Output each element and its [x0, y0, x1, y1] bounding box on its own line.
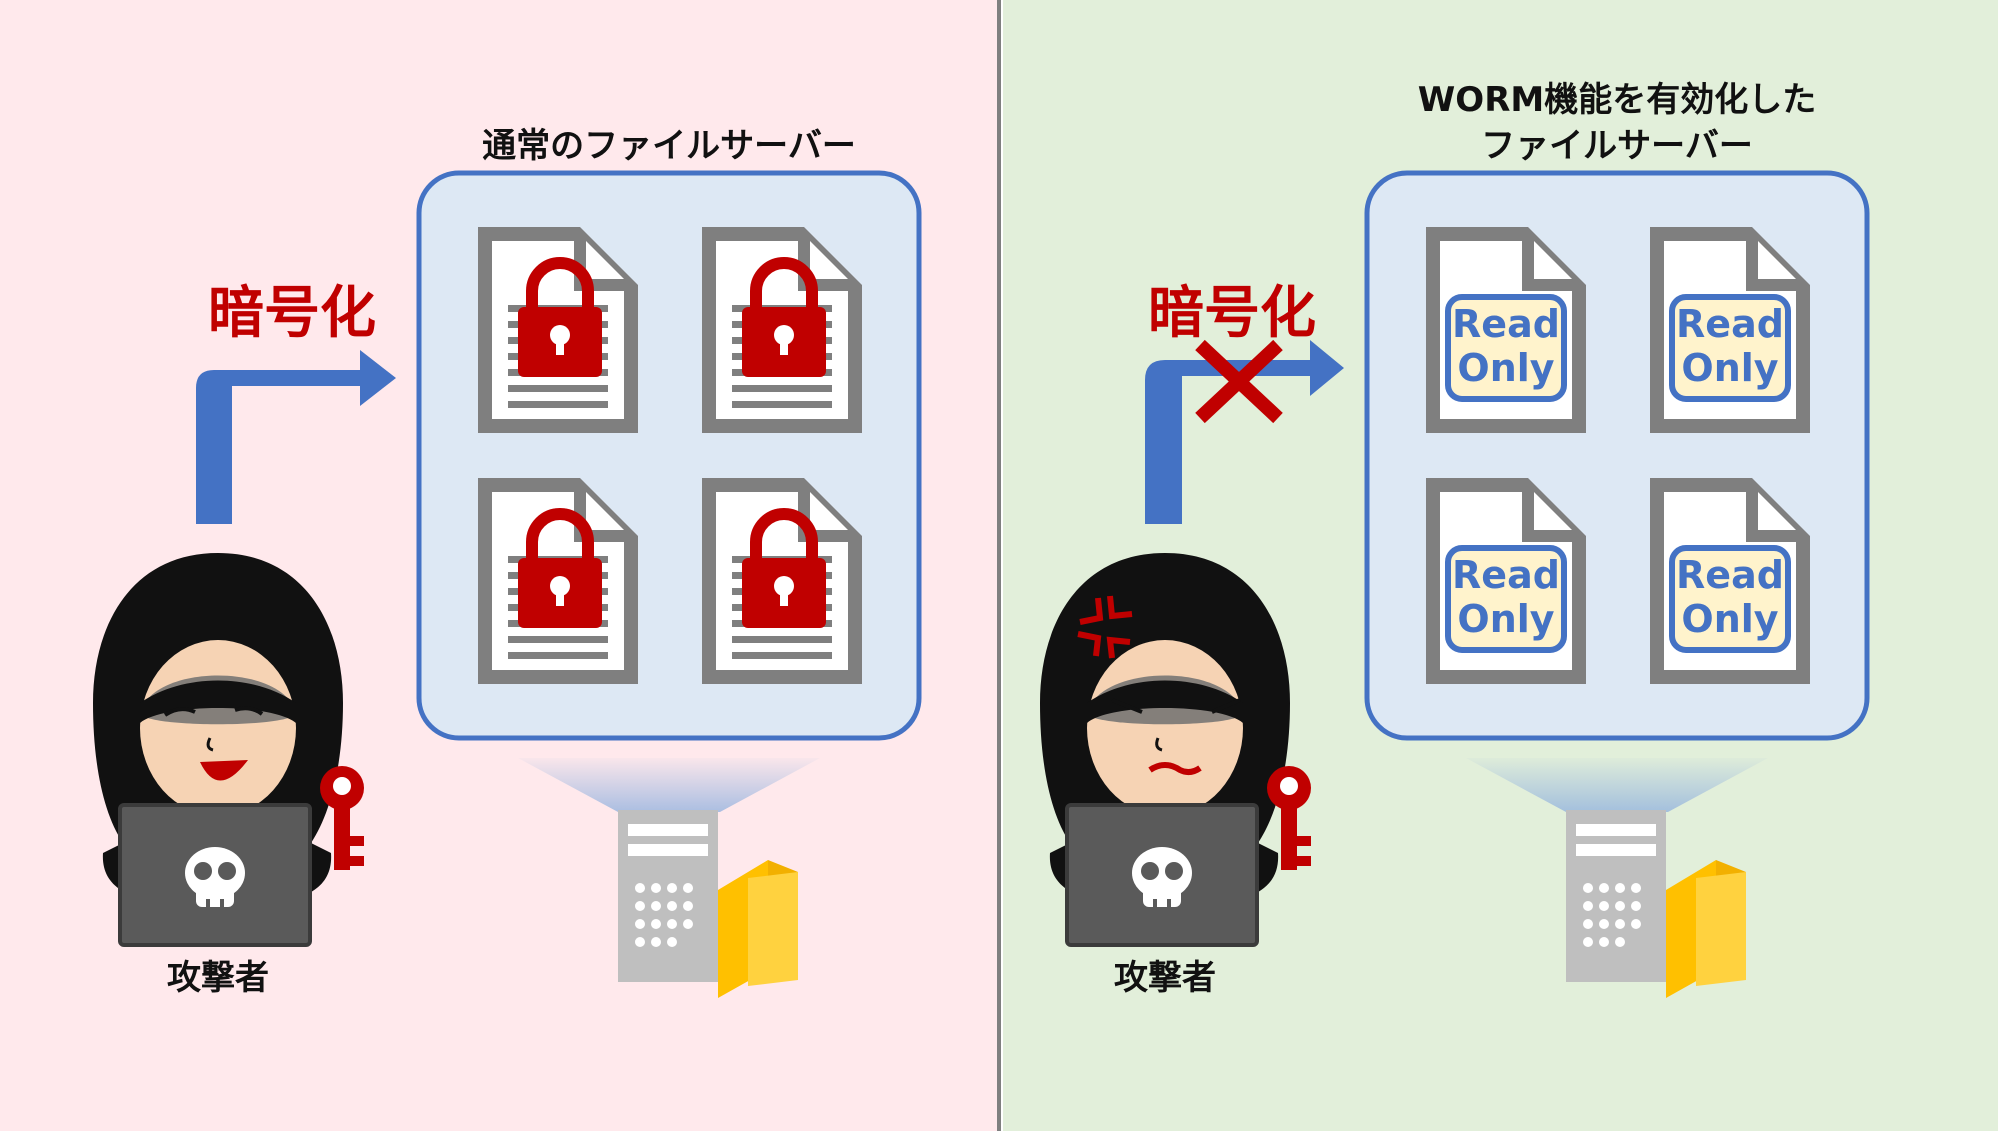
- server-beam: [518, 758, 820, 812]
- encrypt-arrow: [196, 350, 396, 524]
- read-only-badge: Read Only: [1676, 553, 1784, 641]
- read-only-badge: Read Only: [1452, 553, 1560, 641]
- read-only-badge: Read Only: [1676, 302, 1784, 390]
- attacker-label: 攻撃者: [1114, 958, 1216, 998]
- blocked-encrypt-label: 暗号化: [1148, 281, 1316, 346]
- cross-mark-icon: [1195, 339, 1283, 424]
- read-only-badge: Read Only: [1452, 302, 1560, 390]
- server-beam: [1466, 758, 1768, 812]
- encrypt-label: 暗号化: [208, 281, 376, 346]
- attacker-angry: [1040, 553, 1311, 947]
- worm-server-title-line1: WORM機能を有効化した: [1417, 80, 1817, 120]
- attacker-happy: [93, 553, 364, 947]
- normal-server-title: 通常のファイルサーバー: [482, 126, 856, 166]
- panel-divider: [997, 0, 1001, 1131]
- blocked-encrypt-arrow: [1145, 340, 1344, 524]
- attacker-label: 攻撃者: [167, 958, 269, 998]
- anger-mark-icon: [1077, 595, 1133, 659]
- worm-server-title-line2: ファイルサーバー: [1481, 126, 1753, 166]
